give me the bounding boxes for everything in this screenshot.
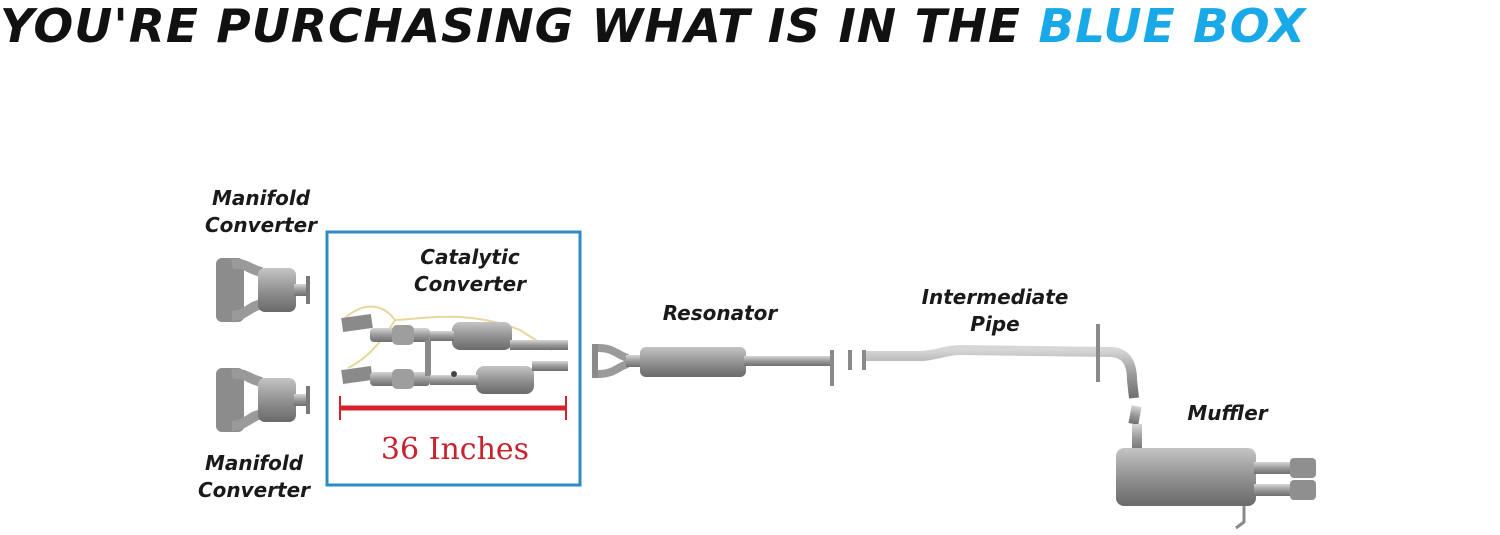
manifold-converter-top-label: Manifold Converter — [196, 185, 326, 239]
label-line: Catalytic — [420, 245, 520, 269]
label-line: Converter — [197, 478, 311, 502]
headline-text: YOU'RE PURCHASING WHAT IS IN THE — [0, 0, 1021, 53]
catalytic-converter-assembly — [341, 305, 568, 394]
blue-box — [325, 230, 582, 487]
muffler-section — [1116, 405, 1316, 530]
headline: YOU'RE PURCHASING WHAT IS IN THE BLUE BO… — [0, 0, 1500, 56]
intermediate-pipe — [862, 324, 1139, 399]
headline-accent-text: BLUE BOX — [1038, 0, 1307, 53]
label-line: Converter — [204, 213, 318, 237]
label-line: Converter — [413, 272, 527, 296]
label-line: Pipe — [970, 312, 1020, 336]
label-line: Intermediate — [921, 285, 1069, 309]
manifold-converter-bottom — [216, 368, 310, 432]
intermediate-pipe-label: Intermediate Pipe — [900, 284, 1090, 338]
manifold-converter-top — [216, 258, 310, 322]
resonator-section — [592, 344, 852, 386]
resonator-label: Resonator — [662, 301, 778, 325]
label-line: Manifold — [211, 186, 311, 210]
muffler-label: Muffler — [1187, 401, 1268, 425]
label-line: Manifold — [204, 451, 304, 475]
catalytic-converter-label: Catalytic Converter — [400, 244, 540, 298]
manifold-converter-bottom-label: Manifold Converter — [186, 450, 322, 504]
measurement-line — [339, 396, 567, 420]
measurement-label: 36 Inches — [380, 432, 530, 467]
